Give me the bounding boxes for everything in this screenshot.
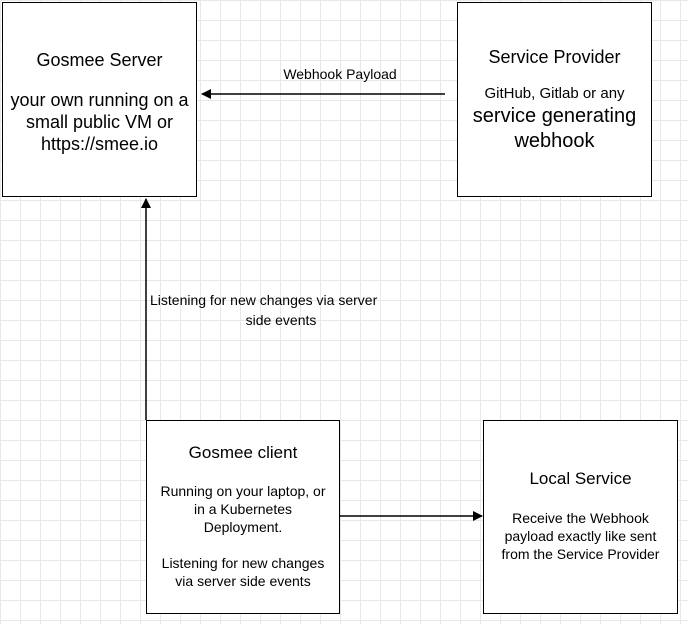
local-service-node: Local Service Receive the Webhook payloa… — [483, 420, 678, 614]
gosmee-client-body-line: via server side events — [175, 573, 311, 589]
local-service-body-line: from the Service Provider — [501, 546, 660, 562]
gosmee-server-node: Gosmee Server your own running on a smal… — [2, 2, 197, 197]
gosmee-client-body-line: Running on your laptop, or — [160, 483, 326, 499]
service-provider-body-line: webhook — [514, 130, 595, 152]
gosmee-client-body-2: Listening for new changes via server sid… — [147, 554, 339, 590]
service-provider-title: Service Provider — [488, 47, 621, 67]
local-service-body-line: payload exactly like sent — [504, 528, 657, 544]
webhook-payload-label: Webhook Payload — [283, 66, 397, 82]
gosmee-server-body: your own running on a small public VM or… — [3, 89, 196, 155]
gosmee-client-title: Gosmee client — [188, 443, 298, 462]
gosmee-client-body-1: Running on your laptop, or in a Kubernet… — [147, 482, 339, 536]
listening-label: Listening for new changes via server sid… — [150, 290, 412, 330]
gosmee-server-body-line: your own running on a — [10, 90, 189, 110]
service-provider-body: service generating webhook — [458, 104, 651, 154]
gosmee-client-body-line: Listening for new changes — [161, 555, 325, 571]
local-service-body: Receive the Webhook payload exactly like… — [484, 509, 677, 563]
service-provider-body-line: service generating — [472, 105, 637, 127]
gosmee-client-body-line: in a Kubernetes — [193, 501, 293, 517]
service-provider-node: Service Provider GitHub, Gitlab or any s… — [457, 2, 652, 197]
gosmee-server-body-line: small public VM or — [25, 112, 174, 132]
local-service-title: Local Service — [529, 469, 632, 488]
gosmee-server-title: Gosmee Server — [36, 50, 163, 70]
gosmee-client-node: Gosmee client Running on your laptop, or… — [146, 420, 340, 614]
gosmee-server-body-line: https://smee.io — [40, 134, 159, 154]
listening-label-line: Listening for new changes via server — [150, 292, 378, 308]
gosmee-client-body-line: Deployment. — [203, 519, 283, 535]
service-provider-subtitle: GitHub, Gitlab or any — [484, 85, 625, 102]
listening-label-line: side events — [245, 312, 317, 328]
local-service-body-line: Receive the Webhook — [512, 510, 649, 526]
